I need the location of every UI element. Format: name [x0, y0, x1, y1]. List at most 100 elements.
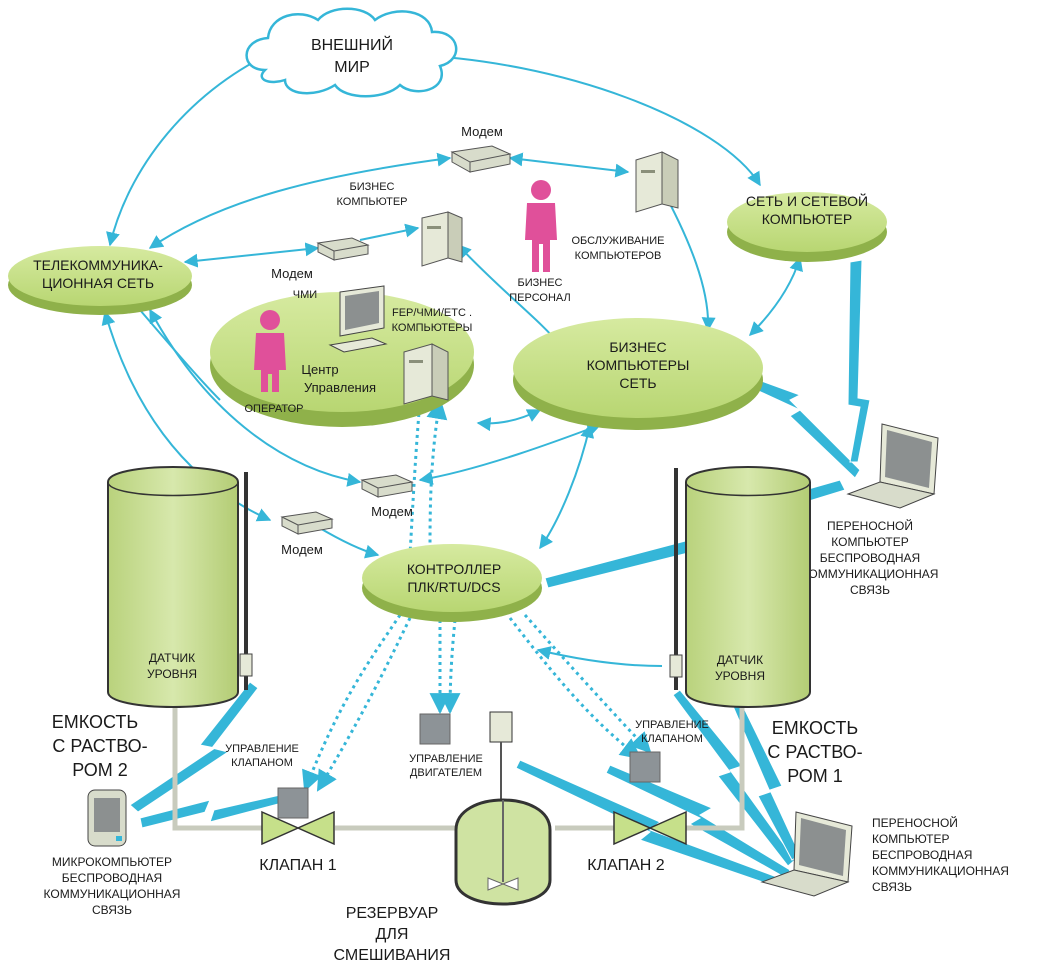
hmi-monitor-screen: [345, 291, 379, 330]
service-server-side: [661, 151, 679, 209]
valve-control-right: УПРАВЛЕНИЕ КЛАПАНОМ: [629, 719, 709, 783]
modem-left: Модем: [271, 237, 370, 281]
pipe-valve2-right: [685, 708, 745, 831]
link-telecom-center: [139, 309, 221, 401]
valve-2: КЛАПАН 2: [587, 810, 687, 874]
laptop-bottom-right: ПЕРЕНОСНОЙ КОМПЬЮТЕР БЕСПРОВОДНАЯ КОММУН…: [760, 811, 1009, 897]
wireless-laptop1-biznet: [743, 374, 861, 479]
service-label-line1: ОБСЛУЖИВАНИЕ: [572, 235, 665, 247]
mixer-label-line2: ДЛЯ: [376, 926, 409, 943]
service-server: ОБСЛУЖИВАНИЕ КОМПЬЮТЕРОВ: [572, 151, 679, 262]
biznet-disc-top: [513, 318, 763, 418]
personnel-body: [525, 203, 557, 272]
fep-server-tower: [403, 343, 433, 405]
tank1-top-rim: [685, 481, 811, 497]
motor-ctrl-label-line2: ДВИГАТЕЛЕМ: [410, 767, 482, 779]
ctrl-label-line2: ПЛК/RTU/DCS: [407, 579, 500, 595]
modem-mid-shape: [360, 474, 414, 498]
tank2-caption-line1: ЕМКОСТЬ: [52, 712, 139, 732]
pipe-left-tank-down: [172, 708, 262, 831]
micro-label-line1: МИКРОКОМПЬЮТЕР: [52, 855, 172, 869]
laptop2-label-line4: КОММУНИКАЦИОННАЯ: [872, 864, 1009, 878]
modem-top-shape: [450, 145, 512, 173]
micro-screen: [94, 798, 120, 832]
telecom-disc-top: [8, 246, 192, 306]
modem-low-label: Модем: [281, 542, 323, 557]
modem-mid-label: Модем: [371, 504, 413, 519]
cloud-label-line2: МИР: [334, 59, 370, 76]
tank1-body: [685, 466, 811, 708]
motor-control: УПРАВЛЕНИЕ ДВИГАТЕЛЕМ: [409, 713, 483, 779]
valve-control-left-box: [277, 787, 309, 819]
hmi-label: ЧМИ: [293, 289, 317, 301]
laptop-top-right: ПЕРЕНОСНОЙ КОМПЬЮТЕР БЕСПРОВОДНАЯ КОММУН…: [802, 423, 939, 597]
dotted-ctrl-valveleft: [302, 614, 402, 792]
link-cloud-netpc: [409, 54, 761, 187]
sensor-right-label-line1: ДАТЧИК: [717, 653, 763, 667]
ctrl-disc-top: [362, 544, 542, 612]
wireless-micro-valve: [139, 794, 283, 829]
mixer-label-line1: РЕЗЕРВУАР: [346, 905, 439, 922]
tank1-caption-line2: С РАСТВО-: [767, 742, 862, 762]
operator-head: [260, 310, 280, 330]
wireless-laptop1-netpc: [847, 259, 871, 463]
laptop1-label-line2: КОМПЬЮТЕР: [831, 535, 908, 549]
wireless-laptop2-a: [605, 764, 791, 879]
fep-server: FEP/ЧМИ/ETC . КОМПЬЮТЕРЫ: [392, 307, 472, 405]
valve-control-right-box: [629, 751, 661, 783]
business-network-node: БИЗНЕС КОМПЬЮТЕРЫ СЕТЬ: [513, 318, 763, 430]
micro-label-line4: СВЯЗЬ: [92, 903, 132, 917]
valve-1: КЛАПАН 1: [259, 810, 337, 874]
sensor-left-label-line1: ДАТЧИК: [149, 651, 195, 665]
link-modemtop-server: [508, 152, 630, 178]
wireless-laptop2-b: [672, 689, 796, 867]
laptop2-label-line2: КОМПЬЮТЕР: [872, 832, 949, 846]
valve1-label: КЛАПАН 1: [259, 857, 336, 874]
hmi-keyboard: [328, 337, 388, 353]
control-links: [302, 397, 652, 792]
center-label-line2: Управления: [304, 380, 376, 395]
laptop2-base: [760, 869, 850, 897]
valve1-shape: [261, 810, 335, 846]
mixer-impeller: [487, 877, 519, 891]
valve-ctrl-right-label-line2: КЛАПАНОМ: [641, 733, 703, 745]
laptop1-display: [885, 430, 932, 488]
service-server-tower: [635, 151, 663, 213]
business-pc: БИЗНЕС КОМПЬЮТЕР: [336, 181, 463, 267]
micro-label-line3: КОММУНИКАЦИОННАЯ: [44, 887, 181, 901]
modem-left-shape: [316, 237, 370, 261]
link-modemmid-biznet: [418, 422, 602, 485]
modem-left-label: Модем: [271, 266, 313, 281]
biz-pc-tower: [421, 211, 449, 267]
biz-pc-side: [447, 211, 463, 263]
laptop2-label-line5: СВЯЗЬ: [872, 880, 912, 894]
tank-solution-1: ДАТЧИК УРОВНЯ: [669, 466, 811, 708]
fep-server-side: [431, 343, 449, 401]
laptop1-label-line3: БЕСПРОВОДНАЯ: [820, 551, 920, 565]
biznet-label-line2: КОМПЬЮТЕРЫ: [587, 357, 690, 373]
tank2-caption-line2: С РАСТВО-: [52, 736, 147, 756]
cloud-label-line1: ВНЕШНИЙ: [311, 35, 393, 54]
telecom-network-node: ТЕЛЕКОММУНИКА- ЦИОННАЯ СЕТЬ: [8, 246, 192, 315]
center-label-line1: Центр: [301, 362, 338, 377]
mixer-motor: [489, 711, 513, 743]
laptop2-label-line3: БЕСПРОВОДНАЯ: [872, 848, 972, 862]
modem-low-shape: [280, 511, 334, 535]
tank2-top-rim: [107, 481, 239, 497]
micro-computer: МИКРОКОМПЬЮТЕР БЕСПРОВОДНАЯ КОММУНИКАЦИО…: [44, 789, 181, 917]
telecom-label-line2: ЦИОННАЯ СЕТЬ: [42, 275, 154, 291]
sensor-left-label-line2: УРОВНЯ: [147, 667, 197, 681]
tank1-caption-line1: ЕМКОСТЬ: [772, 718, 859, 738]
biz-pc-label-line1: БИЗНЕС: [350, 181, 395, 193]
external-world-cloud: ВНЕШНИЙ МИР: [245, 7, 458, 98]
tank1-caption-line3: РОМ 1: [787, 766, 843, 786]
modem-top-label: Модем: [461, 124, 503, 139]
laptop1-label-line4: КОММУНИКАЦИОННАЯ: [802, 567, 939, 581]
mixer-label-line3: СМЕШИВАНИЯ: [334, 947, 451, 964]
link-telecom-modemleft: [183, 242, 320, 268]
operator-figure: ОПЕРАТОР: [245, 310, 304, 415]
fep-label-line1: FEP/ЧМИ/ETC .: [392, 307, 472, 319]
laptop1-label-line1: ПЕРЕНОСНОЙ: [827, 518, 913, 533]
wireless-sensor-left-micro: [129, 681, 259, 813]
